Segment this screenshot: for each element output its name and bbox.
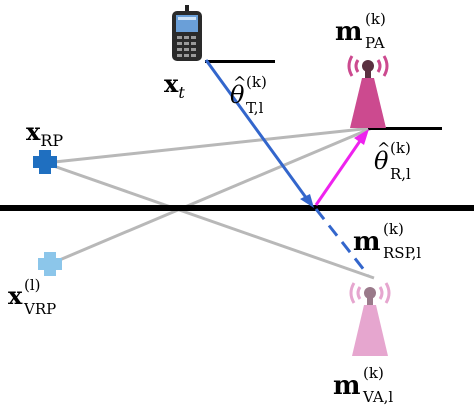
svg-text:m: m: [335, 17, 363, 47]
svg-text:(k): (k): [246, 73, 267, 91]
blue-path-arrowhead: [300, 194, 314, 208]
reference-point-icon: [33, 150, 57, 174]
svg-text:^: ^: [377, 139, 390, 158]
svg-text:(k): (k): [363, 364, 384, 382]
dashed-virtual-path: [314, 208, 370, 276]
svg-text:VA,l: VA,l: [362, 388, 393, 406]
reflecting-wall: [0, 205, 474, 211]
gray-line-rp: [44, 126, 373, 165]
magenta-path-arrowhead: [354, 129, 369, 145]
virtual-reference-point-icon: [38, 252, 62, 276]
reference-line-transmit: [205, 60, 275, 63]
label-m-pa: m (k) PA: [335, 10, 386, 52]
svg-text:(k): (k): [383, 220, 404, 238]
svg-text:VRP: VRP: [23, 300, 56, 318]
svg-text:θ: θ: [230, 81, 245, 109]
label-x-rp: xRP: [26, 117, 63, 150]
svg-text:(l): (l): [24, 276, 41, 294]
svg-text:T,l: T,l: [246, 99, 264, 117]
label-theta-r: ^ θ (k) R,l: [374, 139, 411, 183]
reference-line-receive: [368, 127, 442, 130]
svg-text:x: x: [8, 281, 23, 310]
virtual-anchor-antenna-icon: [349, 282, 391, 356]
mobile-phone-icon: [172, 5, 202, 61]
magenta-path-line: [314, 140, 362, 206]
blue-path-line: [204, 59, 309, 200]
physical-anchor-antenna-icon: [347, 55, 389, 128]
label-m-va: m (k) VA,l: [333, 364, 393, 406]
svg-text:θ: θ: [374, 147, 389, 175]
label-theta-t: ^ θ (k) T,l: [230, 73, 267, 117]
svg-text:PA: PA: [365, 34, 385, 52]
svg-text:(k): (k): [365, 10, 386, 28]
svg-text:m: m: [333, 371, 361, 401]
svg-text:m: m: [353, 227, 381, 257]
svg-text:(k): (k): [390, 139, 411, 157]
svg-text:R,l: R,l: [390, 165, 411, 183]
label-x-t: xt: [164, 69, 185, 102]
label-x-vrp: x (l) VRP: [8, 276, 56, 318]
svg-text:RSP,l: RSP,l: [383, 244, 421, 262]
svg-text:^: ^: [233, 73, 246, 92]
gray-line-rp-to-va: [44, 161, 375, 280]
label-m-rsp: m (k) RSP,l: [353, 220, 421, 262]
gray-line-vrp-to-pa: [49, 126, 373, 266]
